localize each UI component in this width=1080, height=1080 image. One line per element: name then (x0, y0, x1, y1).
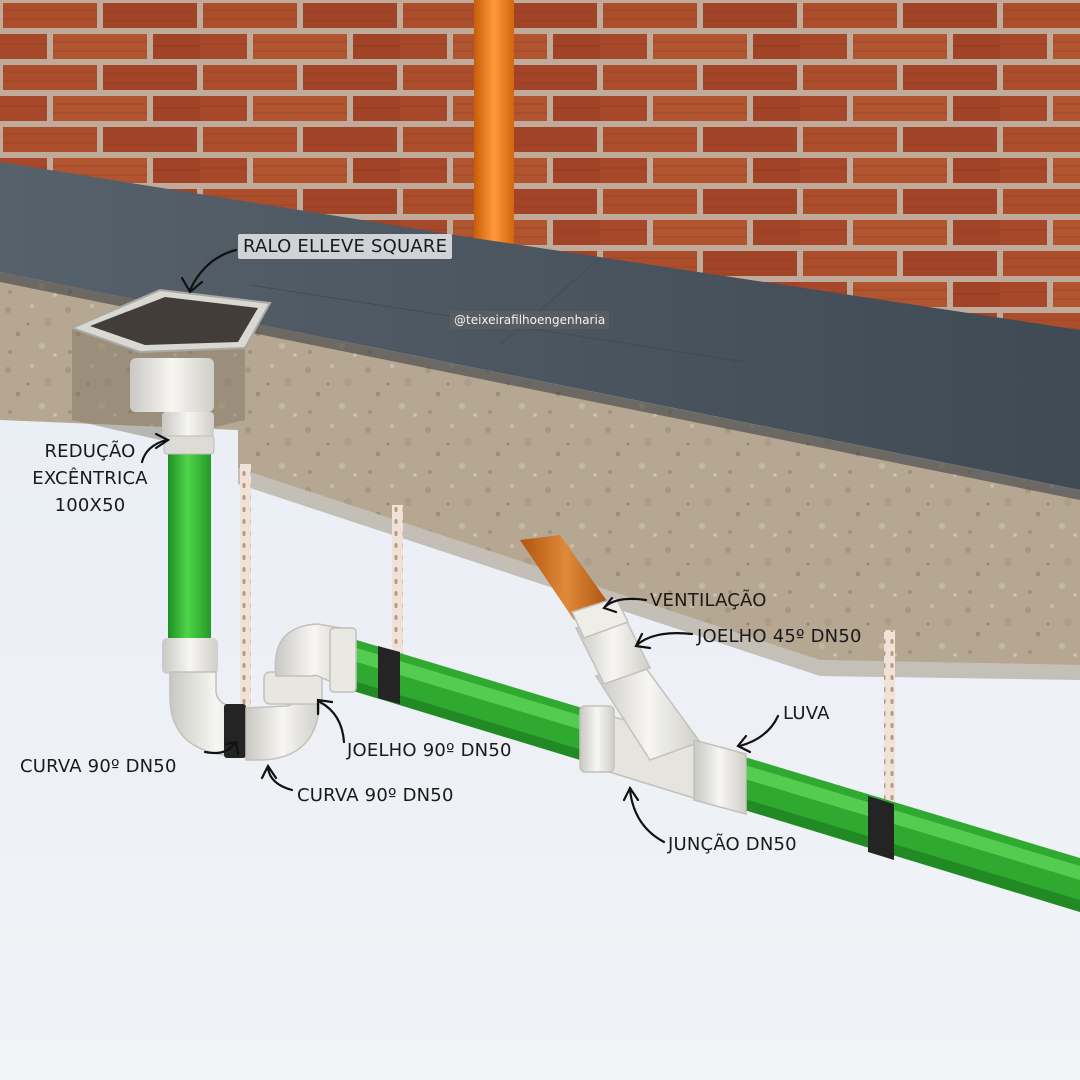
label-luva: LUVA (783, 703, 830, 724)
ventilation-pipe (520, 535, 612, 620)
elbow-45-socket (570, 597, 630, 639)
label-ventilacao: VENTILAÇÃO (650, 590, 767, 611)
label-juncao: JUNÇÃO DN50 (668, 834, 797, 855)
pipe-clamp-2 (378, 646, 400, 704)
label-ralo-elleve-square: RALO ELLEVE SQUARE (238, 234, 453, 259)
vertical-vent-pipe (474, 0, 514, 250)
pipe-clamp-1 (224, 704, 246, 758)
curve-90-socket (162, 638, 218, 674)
label-reducao-excentrica: REDUÇÃO EXCÊNTRICA 100X50 (20, 438, 160, 519)
drain-body (130, 358, 214, 412)
label-reducao-line-1: REDUÇÃO (44, 441, 136, 462)
watermark: @teixeirafilhoengenharia (450, 311, 610, 329)
hanger-strap-2 (392, 505, 403, 655)
label-curva-90-bottom: CURVA 90º DN50 (297, 785, 454, 806)
elbow-90-socket (263, 671, 323, 705)
pipe-clamp-3 (868, 796, 894, 860)
vertical-drain-pipe (168, 452, 211, 648)
hanger-strap-3 (884, 630, 895, 805)
label-curva-90-left: CURVA 90º DN50 (20, 756, 177, 777)
curved-arrow-icon (140, 248, 780, 844)
label-joelho-45: JOELHO 45º DN50 (697, 626, 862, 647)
drain-cover (90, 297, 258, 345)
coupling-luva (693, 739, 747, 815)
label-joelho-90: JOELHO 90º DN50 (347, 740, 512, 761)
label-reducao-line-2: EXCÊNTRICA (32, 468, 148, 489)
hanger-strap-1 (240, 464, 251, 710)
junction-left-socket (579, 705, 615, 773)
label-reducao-line-3: 100X50 (54, 495, 126, 516)
slab-section (0, 272, 1080, 665)
eccentric-reducer (162, 412, 214, 438)
